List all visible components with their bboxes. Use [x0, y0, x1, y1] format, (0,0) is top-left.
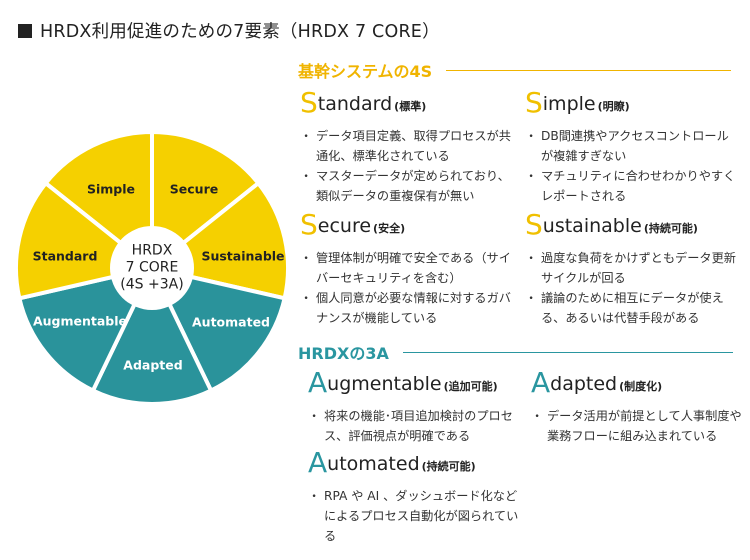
bullet: 将来の機能･項目追加検討のプロセス、評価視点が明確である — [308, 406, 523, 446]
heading-sub: (標準) — [394, 100, 427, 113]
segment-secure — [150, 130, 261, 270]
item-sustainable: Sustainable(持続可能) 過度な負荷をかけずともデータ更新サイクルが回… — [525, 211, 740, 328]
heading-word: tandard — [317, 93, 393, 115]
center-line-1: HRDX — [131, 242, 173, 259]
heading-word: ustainable — [542, 215, 642, 237]
heading-initial: S — [300, 86, 318, 119]
bullet: 管理体制が明確で安全である（サイバーセキュリティを含む） — [300, 248, 515, 288]
heading-word: utomated — [327, 453, 420, 475]
bullet: 過度な負荷をかけずともデータ更新サイクルが回る — [525, 248, 740, 288]
heading-sub: (追加可能) — [443, 380, 498, 393]
item-sustainable-heading: Sustainable(持続可能) — [525, 211, 740, 242]
segment-automated — [150, 266, 287, 393]
bullet: マチュリティに合わせわかりやすくレポートされる — [525, 166, 740, 206]
bullet: 個人同意が必要な情報に対するガバナンスが機能している — [300, 288, 515, 328]
segment-label-augmentable: Augmentable — [32, 313, 128, 329]
item-standard-heading: Standard(標準) — [300, 89, 515, 120]
section-3a-divider — [402, 351, 733, 353]
segment-label-simple: Simple — [86, 181, 136, 197]
heading-word: ecure — [317, 215, 372, 237]
heading-sub: (持続可能) — [421, 460, 476, 473]
bullet: データ項目定義、取得プロセスが共通化、標準化されている — [300, 126, 515, 166]
item-augmentable: Augmentable(追加可能) 将来の機能･項目追加検討のプロセス、評価視点… — [308, 369, 523, 446]
segment-augmentable — [17, 266, 154, 393]
page-title-text: HRDX利用促進のための7要素（HRDX 7 CORE） — [40, 22, 440, 42]
item-automated-heading: Automated(持続可能) — [308, 449, 523, 480]
heading-initial: S — [300, 208, 318, 241]
item-simple: Simple(明瞭) DB間連携やアクセスコントロールが複雑すぎない マチュリテ… — [525, 89, 740, 206]
item-secure-heading: Secure(安全) — [300, 211, 515, 242]
section-4s-divider — [446, 69, 732, 71]
bullet: 議論のために相互にデータが使える、あるいは代替手段がある — [525, 288, 740, 328]
item-standard: Standard(標準) データ項目定義、取得プロセスが共通化、標準化されている… — [300, 89, 515, 206]
heading-sub: (安全) — [373, 222, 406, 235]
section-4s-heading: 基幹システムの4S — [298, 58, 732, 82]
heading-initial: S — [525, 86, 543, 119]
heading-word: imple — [542, 93, 596, 115]
center-line-3: (4S +3A) — [120, 276, 184, 293]
segment-adapted — [91, 266, 213, 406]
segment-label-secure: Secure — [169, 181, 219, 197]
wheel-center-circle — [110, 226, 194, 310]
bullet: データ活用が前提として人事制度や業務フローに組み込まれている — [531, 406, 746, 446]
heading-sub: (持続可能) — [643, 222, 698, 235]
heading-initial: S — [525, 208, 543, 241]
heading-word: dapted — [550, 373, 618, 395]
segment-label-adapted: Adapted — [123, 357, 183, 373]
wheel-graphic — [14, 130, 290, 406]
bullet: マスターデータが定められており、類似データの重複保有が無い — [300, 166, 515, 206]
item-simple-heading: Simple(明瞭) — [525, 89, 740, 120]
section-3a-title: HRDXの3A — [298, 344, 389, 363]
center-line-2: 7 CORE — [125, 259, 179, 276]
square-bullet-icon — [18, 24, 32, 38]
heading-initial: A — [308, 446, 328, 479]
heading-sub: (制度化) — [619, 380, 663, 393]
heading-word: ugmentable — [327, 373, 442, 395]
item-adapted: Adapted(制度化) データ活用が前提として人事制度や業務フローに組み込まれ… — [531, 369, 746, 446]
heading-sub: (明瞭) — [597, 100, 630, 113]
section-3a-heading: HRDXの3A — [298, 340, 733, 364]
heading-initial: A — [308, 366, 328, 399]
wheel-center-label: HRDX 7 CORE (4S +3A) — [120, 243, 183, 294]
core-wheel-diagram: Simple Secure Sustainable Automated Adap… — [0, 0, 300, 420]
heading-initial: A — [531, 366, 551, 399]
segment-label-automated: Automated — [192, 314, 270, 330]
segment-simple — [43, 130, 154, 270]
segment-label-standard: Standard — [32, 248, 98, 264]
segment-label-sustainable: Sustainable — [201, 248, 285, 264]
section-4s-title: 基幹システムの4S — [298, 62, 433, 81]
page-title: HRDX利用促進のための7要素（HRDX 7 CORE） — [18, 18, 440, 43]
item-secure: Secure(安全) 管理体制が明確で安全である（サイバーセキュリティを含む） … — [300, 211, 515, 328]
item-augmentable-heading: Augmentable(追加可能) — [308, 369, 523, 400]
item-adapted-heading: Adapted(制度化) — [531, 369, 746, 400]
item-automated: Automated(持続可能) RPA や AI 、ダッシュボード化などによるプ… — [308, 449, 523, 546]
bullet: DB間連携やアクセスコントロールが複雑すぎない — [525, 126, 740, 166]
bullet: RPA や AI 、ダッシュボード化などによるプロセス自動化が図られている — [308, 486, 523, 546]
